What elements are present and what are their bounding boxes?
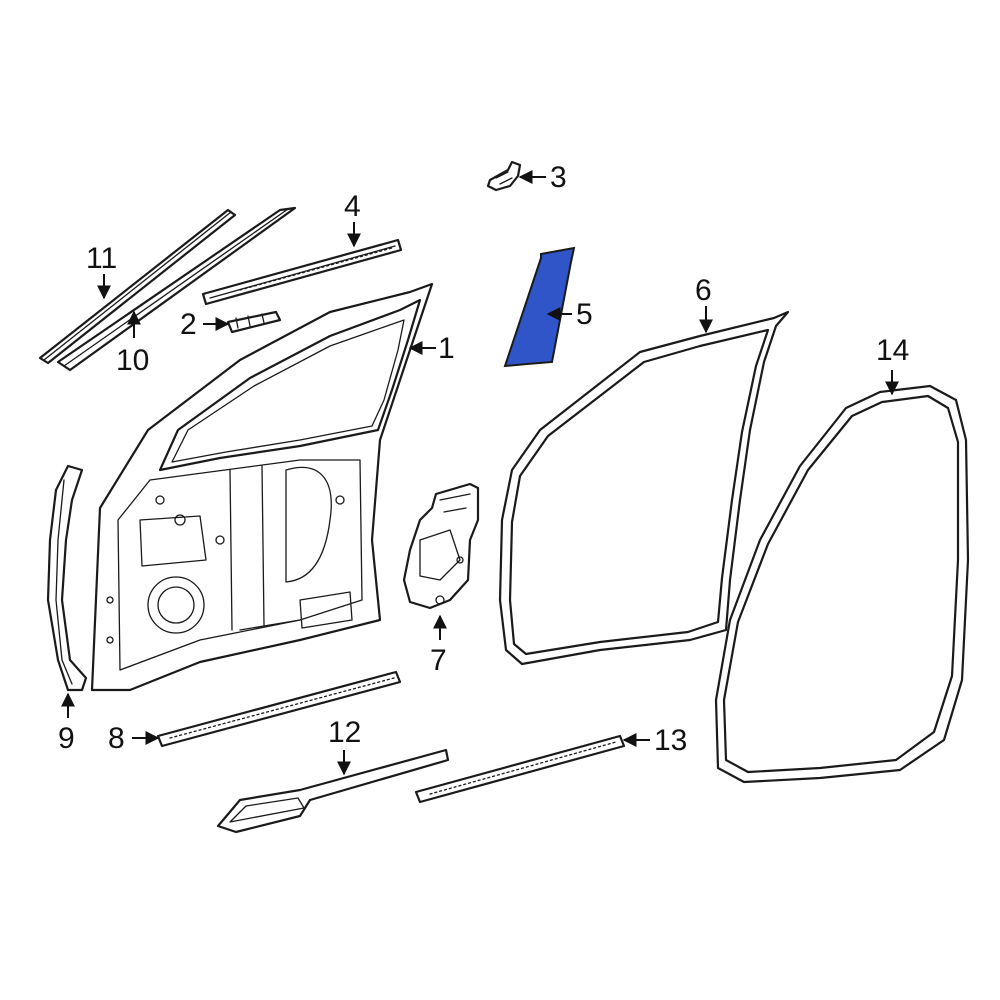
part-6-weatherstrip[interactable] [498, 310, 790, 666]
callout-8[interactable]: 8 [108, 722, 125, 755]
callout-10[interactable]: 10 [116, 344, 149, 377]
callout-13[interactable]: 13 [654, 724, 687, 757]
callout-11[interactable]: 11 [86, 242, 117, 275]
part-5-pillar-garnish[interactable] [503, 246, 576, 368]
part-11-molding[interactable] [38, 208, 237, 365]
callout-2[interactable]: 2 [180, 308, 197, 341]
callout-5[interactable]: 5 [576, 298, 593, 331]
part-12-rocker-trim[interactable] [216, 748, 450, 834]
part-1-door-shell[interactable] [90, 282, 434, 692]
part-4-belt-molding[interactable] [201, 238, 403, 306]
part-7-latch[interactable] [402, 482, 480, 610]
part-9-hinge-seal[interactable] [46, 464, 88, 692]
callout-labels: 1 2 3 4 5 6 7 8 9 10 11 12 13 14 [58, 161, 909, 757]
part-14-body-weatherstrip[interactable] [714, 384, 970, 784]
callout-4[interactable]: 4 [344, 190, 361, 223]
callout-12[interactable]: 12 [328, 716, 361, 749]
part-2-clip[interactable] [226, 310, 282, 334]
callout-14[interactable]: 14 [876, 334, 909, 367]
leader-lines [61, 170, 899, 776]
callout-6[interactable]: 6 [695, 274, 712, 307]
part-10-molding[interactable] [56, 206, 297, 372]
part-3-bracket[interactable] [486, 160, 522, 192]
part-13-scuff-plate[interactable] [414, 734, 626, 804]
callout-1[interactable]: 1 [438, 332, 455, 365]
part-8-lower-molding[interactable] [156, 670, 402, 748]
callout-3[interactable]: 3 [550, 161, 567, 194]
callout-7[interactable]: 7 [430, 644, 447, 677]
callout-9[interactable]: 9 [58, 722, 75, 755]
